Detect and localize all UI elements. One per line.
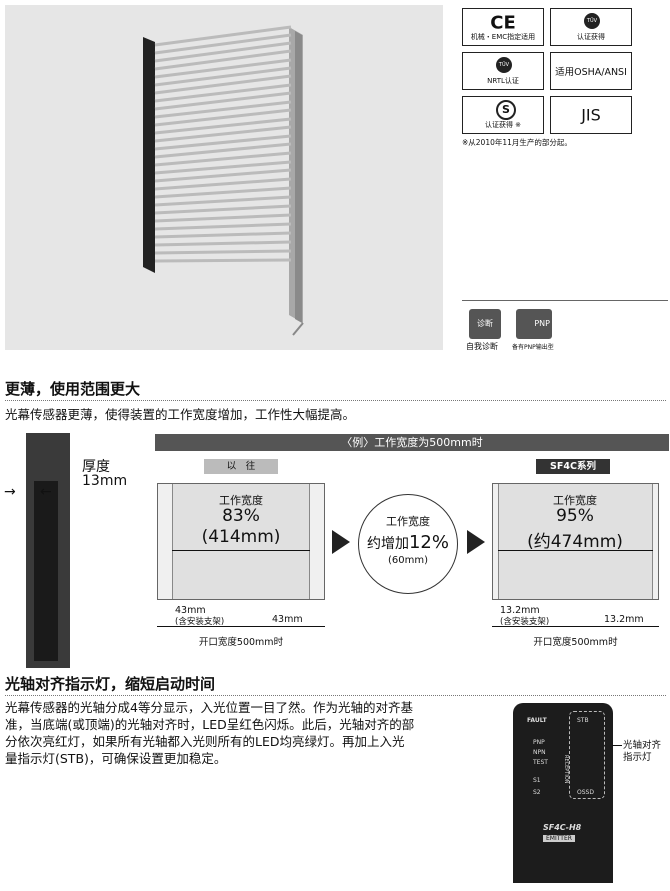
light-curtain-illustration <box>143 25 304 336</box>
tuv-cert: TÜV 认证获得 <box>550 8 632 46</box>
section1-divider <box>5 400 666 401</box>
s2-label: S2 <box>533 789 541 796</box>
osha-cert-label: 适用OSHA/ANSI <box>555 67 627 78</box>
arrow-right-icon <box>332 530 350 554</box>
thickness-label: 厚度 <box>82 459 110 475</box>
self-diagnosis-icon: 诊断 <box>469 309 501 339</box>
old-left-note: (含安装支架) <box>175 617 225 627</box>
new-work-width-label: 工作宽度 <box>553 494 597 507</box>
section2-title: 光轴对齐指示灯，缩短启动时间 <box>5 675 216 693</box>
s-mark-icon: S <box>496 100 516 120</box>
section2-description: 光幕传感器的光轴分成4等分显示，入光位置一目了然。作为光轴的对齐基 准，当底端(… <box>5 699 475 767</box>
stb-label: STB <box>577 717 589 724</box>
example-header: 〈例〉工作宽度为500mm时 <box>155 434 669 451</box>
cert-footnote: ※从2010年11月生产的部分起。 <box>462 138 572 147</box>
npn-label: NPN <box>533 749 546 756</box>
new-work-width-mm: (约474mm) <box>527 532 623 552</box>
ce-cert: CE 机械・EMC指定适用 <box>462 8 544 46</box>
new-design-frame <box>492 483 659 600</box>
nrtl-cert-label: NRTL认证 <box>487 77 519 85</box>
new-left-note: (含安装支架) <box>500 617 550 627</box>
sensor-closeup <box>26 433 70 668</box>
new-opening-width: 开口宽度500mm时 <box>533 637 618 648</box>
old-design-label: 以 往 <box>204 459 278 474</box>
pnp-label: PNP <box>533 739 545 746</box>
desc-line: 量指示灯(STB)，可确保设置更加稳定。 <box>5 751 227 766</box>
section1-description: 光幕传感器更薄，使得装置的工作宽度增加，工作性大幅提高。 <box>5 407 356 422</box>
increase-value-row: 约增加12% <box>358 532 458 553</box>
pnp-output-icon: PNP <box>516 309 552 339</box>
tuv-cert-label: 认证获得 <box>577 33 605 41</box>
ce-cert-label: 机械・EMC指定适用 <box>470 33 536 41</box>
emitter-device: FAULT PNP NPN TEST S1 S2 STB RECEPTION O… <box>513 703 613 883</box>
thickness-value: 13mm <box>82 473 128 489</box>
old-opening-width: 开口宽度500mm时 <box>198 637 284 648</box>
s-mark-cert: S 认证获得 ※ <box>462 96 544 134</box>
osha-cert: 适用OSHA/ANSI <box>550 52 632 90</box>
old-work-width-percent: 83% <box>222 506 260 526</box>
tuv-mark-icon: TÜV <box>584 13 600 29</box>
alignment-led-callout: 光轴对齐 指示灯 <box>623 740 661 764</box>
increase-circle <box>358 494 458 594</box>
old-work-width-label: 工作宽度 <box>219 494 263 507</box>
desc-line: 准，当底端(或顶端)的光轴对齐时，LED呈红色闪烁。此后，光轴对齐的部 <box>5 717 415 732</box>
nrtl-cert: TÜV NRTL认证 <box>462 52 544 90</box>
self-diagnosis-label: 自我诊断 <box>466 342 498 351</box>
alignment-led-highlight <box>569 711 605 799</box>
ossd-label: OSSD <box>577 789 594 796</box>
thickness-arrow-right-icon: ← <box>40 484 52 500</box>
section2-divider <box>5 695 666 696</box>
fault-label: FAULT <box>527 717 547 724</box>
new-work-width-percent: 95% <box>556 506 594 526</box>
thickness-arrow-left-icon: → <box>4 484 16 500</box>
s1-label: S1 <box>533 777 541 784</box>
pnp-output-label: 备有PNP输出型 <box>512 344 554 351</box>
model-label: SF4C-H8 <box>543 823 582 832</box>
desc-line: 光幕传感器的光轴分成4等分显示，入光位置一目了然。作为光轴的对齐基 <box>5 700 413 715</box>
old-design-frame <box>157 483 325 600</box>
product-photo <box>5 5 443 350</box>
test-label: TEST <box>533 759 548 766</box>
old-right-dim: 43mm <box>272 614 303 625</box>
nrtl-mark-icon: TÜV <box>496 57 512 73</box>
jis-cert: JIS <box>550 96 632 134</box>
old-work-width-mm: (414mm) <box>201 527 281 547</box>
jis-cert-label: JIS <box>581 105 601 125</box>
desc-line: 分依次亮红灯，如果所有光轴都入光则所有的LED均亮绿灯。再加上入光 <box>5 734 405 749</box>
new-left-dim: 13.2mm <box>500 605 540 616</box>
feature-divider <box>462 300 668 301</box>
callout-line2: 指示灯 <box>623 752 652 763</box>
ce-mark-icon: CE <box>490 12 516 34</box>
callout-line1: 光轴对齐 <box>623 740 662 751</box>
increase-prefix: 约增加 <box>366 536 409 552</box>
increase-mm: (60mm) <box>387 555 428 566</box>
arrow-right-icon-2 <box>467 530 485 554</box>
new-design-label: SF4C系列 <box>536 459 610 474</box>
increase-label: 工作宽度 <box>386 515 430 528</box>
s-mark-cert-label: 认证获得 ※ <box>484 121 522 129</box>
increase-percent: 12% <box>408 532 449 553</box>
new-right-dim: 13.2mm <box>604 614 644 625</box>
emitter-label: EMITTER <box>543 835 575 842</box>
old-left-dim: 43mm <box>175 605 206 616</box>
section1-title: 更薄，使用范围更大 <box>5 380 141 398</box>
